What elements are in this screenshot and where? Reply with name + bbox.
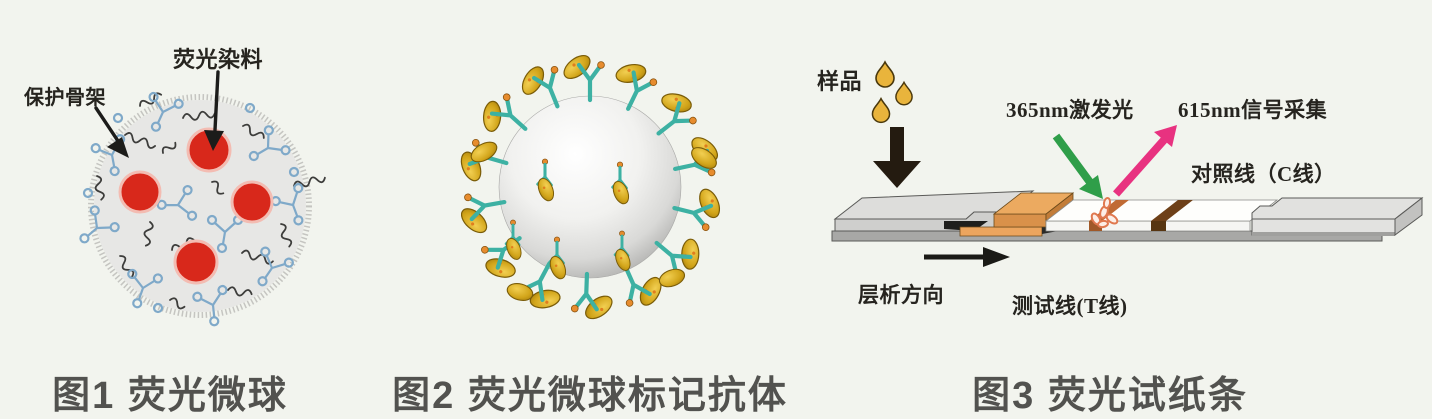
fig2-labeled-microsphere-diagram (451, 51, 729, 324)
protective-skeleton-network (70, 91, 319, 330)
fig1-caption: 图1 荧光微球 (52, 375, 288, 417)
fig3-excitation-label: 365nm激发光 (1006, 98, 1134, 122)
fig3-caption: 图3 荧光试纸条 (972, 375, 1248, 417)
skeleton-arrow-icon (94, 106, 129, 158)
sample-droplets-icon (871, 61, 913, 124)
dye-dot (173, 239, 219, 285)
membrane (1044, 197, 1279, 232)
fluorescent-dye-dots (118, 127, 274, 285)
sample-down-arrow-icon (873, 127, 921, 188)
fig3-test-line-label: 测试线(T线) (1012, 294, 1128, 318)
fig3-signal-label: 615nm信号采集 (1178, 98, 1328, 122)
t-line-antibody-doodle (1090, 197, 1119, 229)
fig1-dye-label: 荧光染料 (173, 47, 264, 72)
fig1-microsphere-diagram (70, 70, 326, 330)
control-line (1151, 200, 1193, 231)
dye-dot (230, 180, 274, 224)
fig3-flow-direction-label: 层析方向 (858, 283, 944, 307)
fig3-test-strip-diagram (831, 61, 1424, 267)
fig1-skeleton-label: 保护骨架 (24, 87, 106, 109)
free-gold-label-blobs (470, 141, 717, 301)
microsphere-fringe-border (88, 94, 312, 318)
microsphere-3d-body (498, 95, 682, 279)
excitation-arrow-icon (1052, 133, 1103, 199)
signal-arrow-icon (1113, 125, 1177, 197)
flow-arrow-icon (924, 247, 1010, 267)
dye-arrow-icon (204, 70, 224, 151)
fig3-sample-label: 样品 (817, 69, 863, 94)
fig3-control-line-label: 对照线（C线） (1191, 162, 1336, 186)
dye-dot (118, 170, 162, 214)
fig2-caption: 图2 荧光微球标记抗体 (392, 375, 788, 417)
absorbent-pad (1251, 196, 1424, 236)
dye-dot (186, 127, 232, 173)
polymer-squiggle-group (94, 92, 326, 310)
